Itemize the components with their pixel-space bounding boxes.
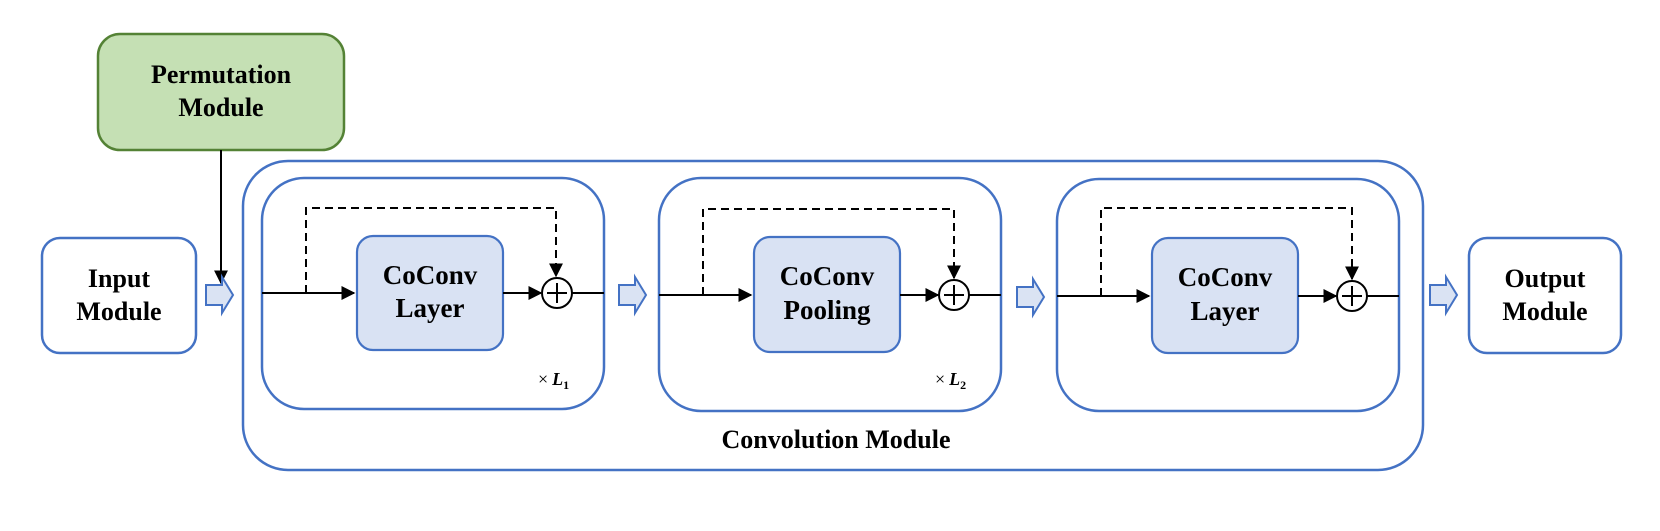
output-module-label-2: Module: [1502, 297, 1587, 326]
block-1-label-1: CoConv: [383, 260, 478, 290]
add-node-1: [541, 277, 573, 309]
permutation-module-label-2: Module: [178, 93, 263, 122]
add-node-2: [938, 279, 970, 311]
permutation-module: Permutation Module: [96, 32, 346, 152]
convolution-module: Convolution Module: [241, 159, 1425, 472]
input-module: Input Module: [40, 236, 198, 355]
residual-block-2: CoConv Pooling ×L2: [657, 176, 1003, 413]
block-3-label-2: Layer: [1191, 296, 1260, 326]
repeat-label-1: ×L1: [538, 369, 569, 392]
residual-block-1: CoConv Layer ×L1: [260, 176, 606, 411]
block-2-label-1: CoConv: [780, 261, 875, 291]
convolution-module-label: Convolution Module: [722, 425, 951, 454]
repeat-label-2: ×L2: [935, 369, 966, 392]
flow-arrow-1: [205, 273, 235, 317]
permutation-module-label-1: Permutation: [151, 60, 292, 89]
input-module-label-1: Input: [88, 264, 150, 293]
block-1-label-2: Layer: [396, 293, 465, 323]
block-3-label-1: CoConv: [1178, 262, 1273, 292]
output-module-label-1: Output: [1505, 264, 1586, 293]
flow-arrow-2: [618, 273, 648, 317]
add-node-3: [1336, 280, 1368, 312]
output-module: Output Module: [1467, 236, 1623, 355]
residual-block-3: CoConv Layer: [1055, 177, 1401, 413]
flow-arrow-3: [1016, 275, 1046, 319]
block-2-label-2: Pooling: [783, 295, 871, 325]
input-module-label-2: Module: [76, 297, 161, 326]
flow-arrow-4: [1429, 273, 1459, 317]
